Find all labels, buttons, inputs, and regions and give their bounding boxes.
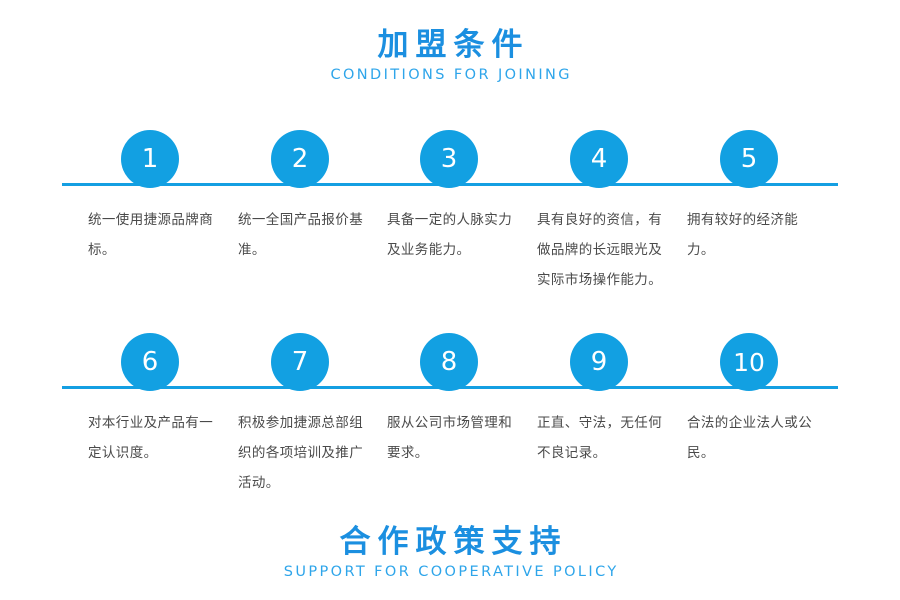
step-text-7: 积极参加捷源总部组织的各项培训及推广活动。 — [238, 415, 364, 491]
step-node-3-number: 3 — [440, 144, 458, 174]
timeline-nodes-2: 6 7 8 9 10 — [0, 333, 900, 391]
page-title-bottom: 合作政策支持 SUPPORT FOR COOPERATIVE POLICY — [0, 522, 900, 582]
step-node-2-number: 2 — [291, 144, 309, 174]
step-text-10: 合法的企业法人或公民。 — [687, 415, 813, 461]
step-node-9-number: 9 — [590, 347, 608, 377]
step-node-4[interactable]: 4 — [570, 130, 628, 188]
timeline-nodes-1: 1 2 3 4 5 — [0, 130, 900, 188]
step-text-6: 对本行业及产品有一定认识度。 — [88, 415, 214, 461]
step-node-7-number: 7 — [291, 347, 309, 377]
step-node-6-number: 6 — [141, 347, 159, 377]
step-node-9[interactable]: 9 — [570, 333, 628, 391]
step-node-6[interactable]: 6 — [121, 333, 179, 391]
step-text-8: 服从公司市场管理和要求。 — [387, 415, 513, 461]
page-title-top-chinese: 加盟条件 — [377, 27, 530, 63]
step-text-3: 具备一定的人脉实力及业务能力。 — [387, 212, 513, 258]
step-node-5-number: 5 — [740, 144, 758, 174]
step-node-4-number: 4 — [590, 144, 608, 174]
step-node-2[interactable]: 2 — [271, 130, 329, 188]
step-node-8-number: 8 — [440, 347, 458, 377]
step-node-1[interactable]: 1 — [121, 130, 179, 188]
step-text-5: 拥有较好的经济能力。 — [687, 212, 799, 258]
page-title-top-english: CONDITIONS FOR JOINING — [330, 67, 572, 83]
page-title-top: 加盟条件 CONDITIONS FOR JOINING — [0, 25, 900, 85]
step-node-8[interactable]: 8 — [420, 333, 478, 391]
step-node-10-number: 10 — [733, 347, 765, 377]
step-node-5[interactable]: 5 — [720, 130, 778, 188]
step-node-3[interactable]: 3 — [420, 130, 478, 188]
step-text-2: 统一全国产品报价基准。 — [238, 212, 364, 258]
step-node-1-number: 1 — [141, 144, 159, 174]
step-node-10[interactable]: 10 — [720, 333, 778, 391]
page-title-bottom-english: SUPPORT FOR COOPERATIVE POLICY — [283, 564, 619, 580]
step-text-1: 统一使用捷源品牌商标。 — [88, 212, 214, 258]
page-title-bottom-chinese: 合作政策支持 — [339, 524, 568, 560]
step-text-9: 正直、守法，无任何不良记录。 — [537, 415, 663, 461]
step-node-7[interactable]: 7 — [271, 333, 329, 391]
step-text-4: 具有良好的资信，有做品牌的长远眼光及实际市场操作能力。 — [537, 212, 663, 288]
